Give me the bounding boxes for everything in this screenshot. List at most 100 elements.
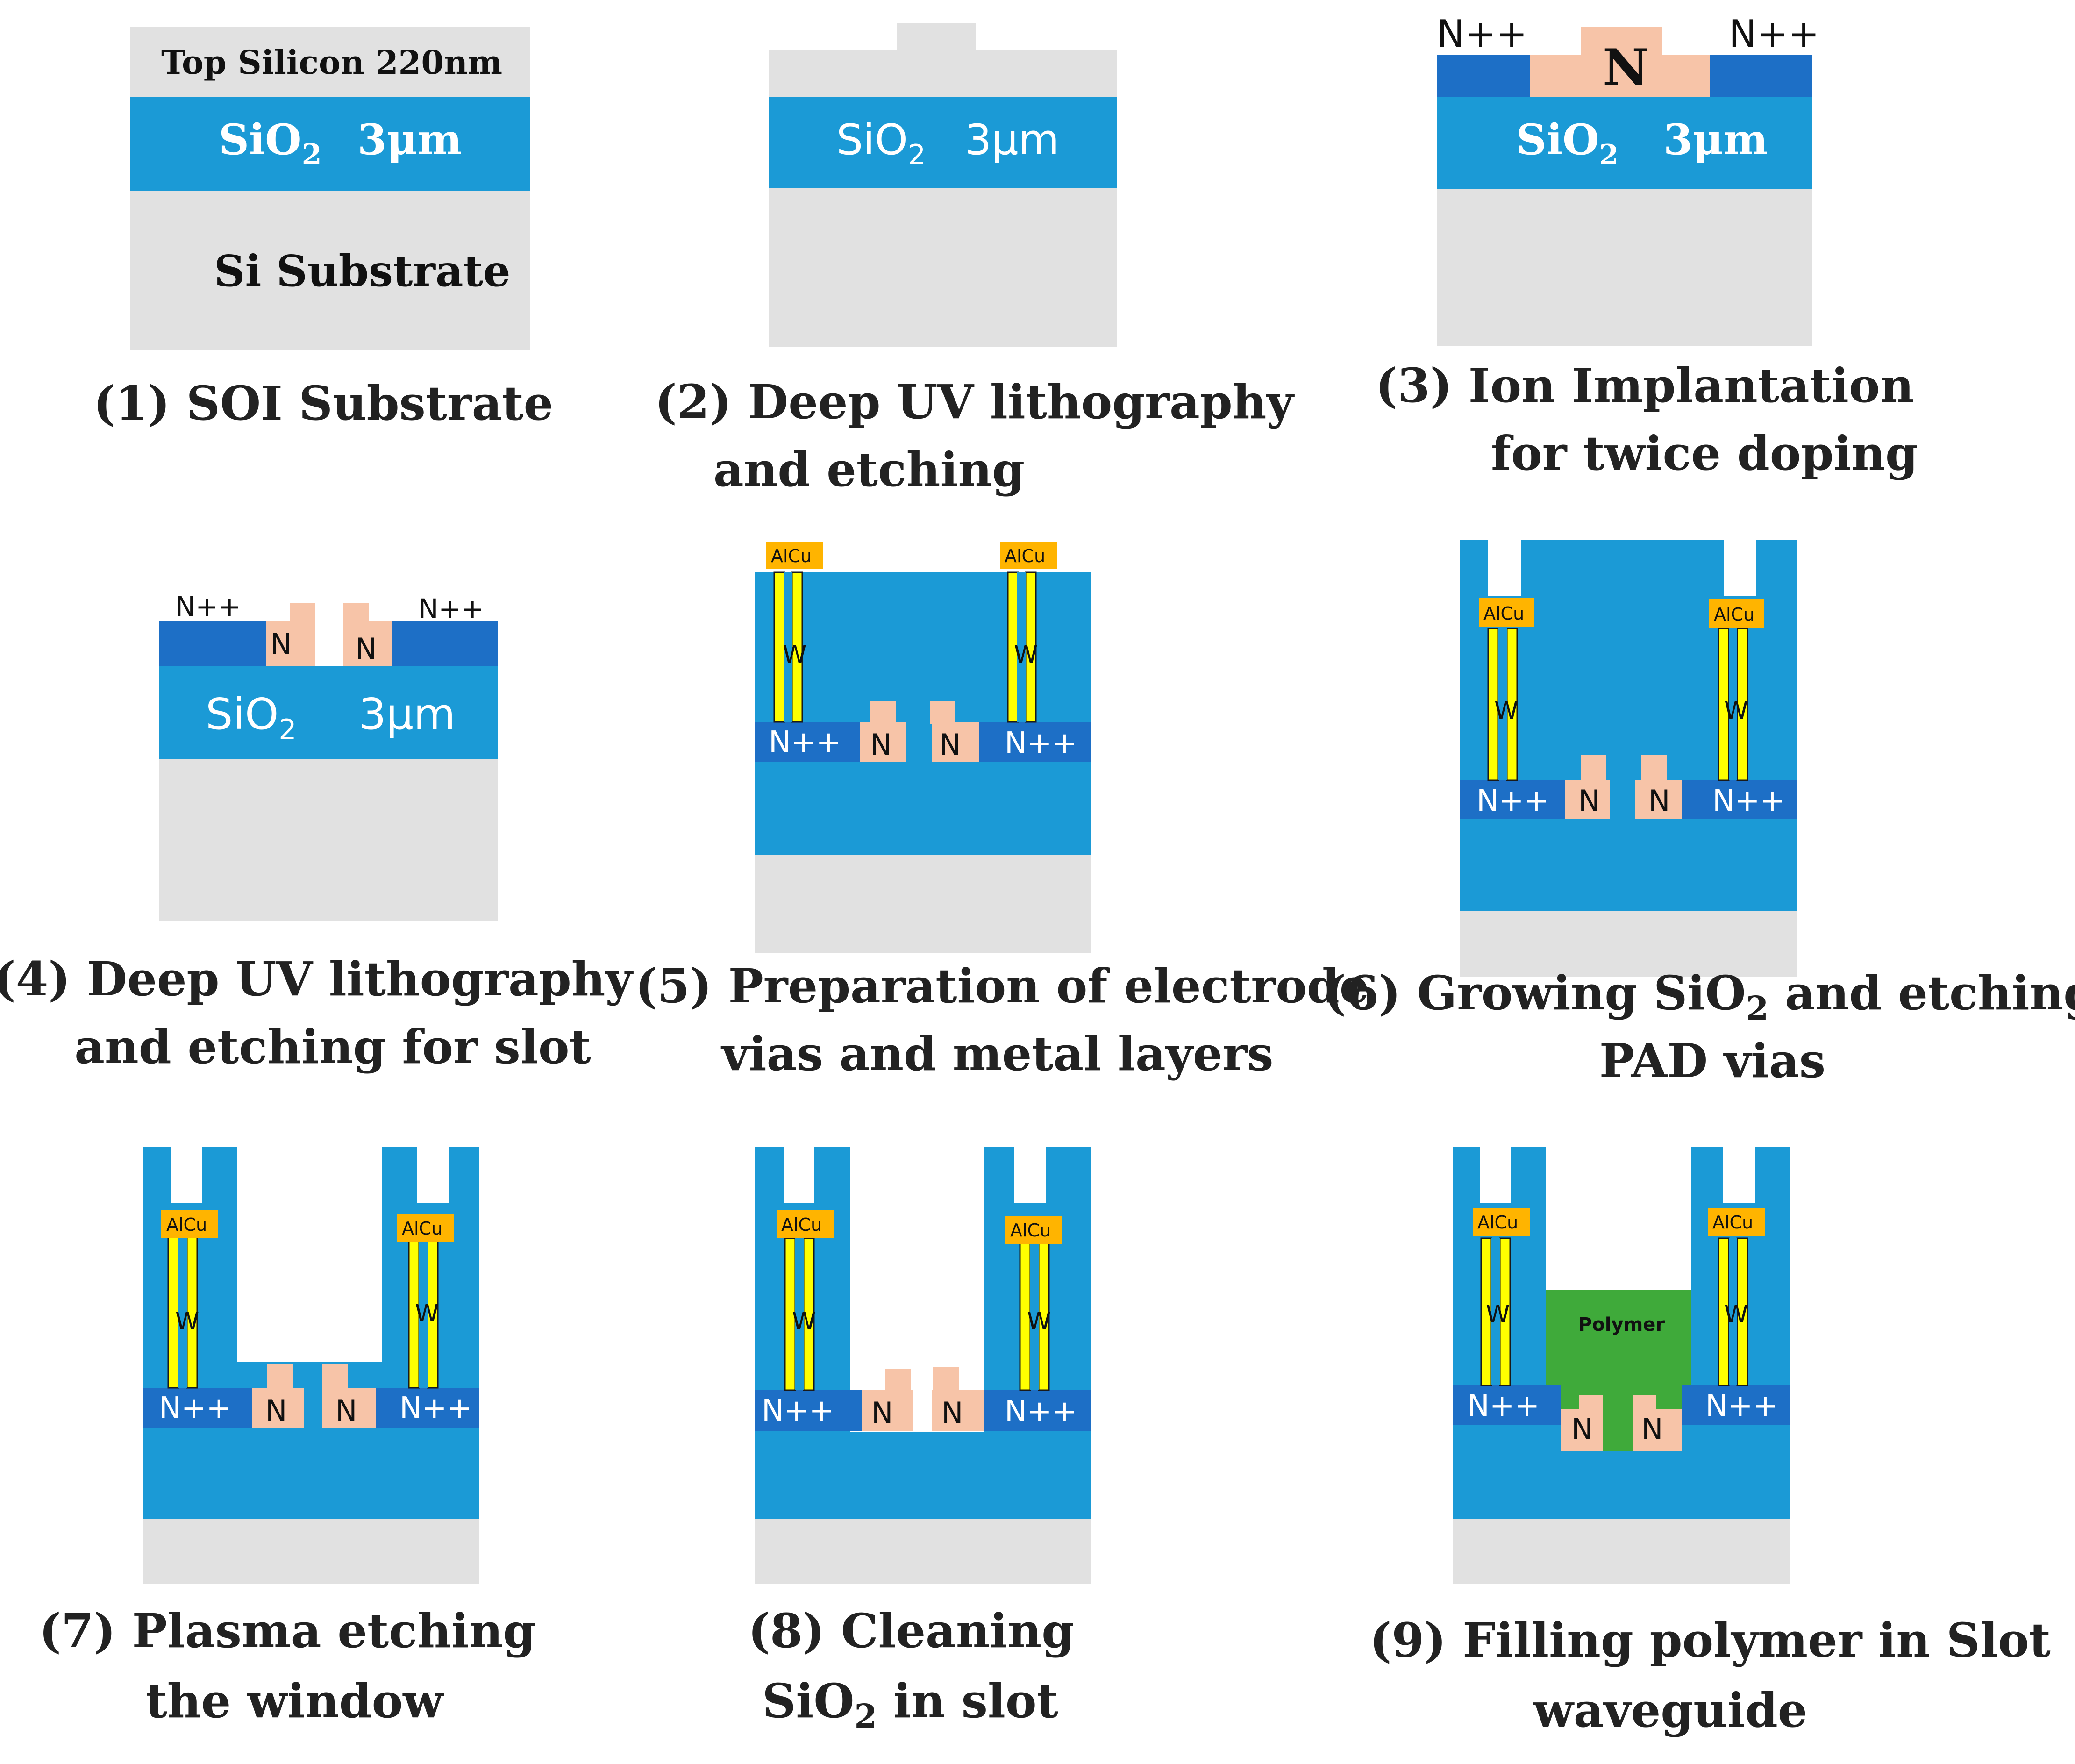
npp-left-label: N++: [175, 591, 241, 622]
svg-text:(1) SOI Substrate: (1) SOI Substrate: [93, 376, 554, 431]
via-right: [1718, 1237, 1748, 1386]
n-rib: [1581, 27, 1662, 56]
npp-left-region: [1453, 1385, 1561, 1425]
step-7-caption: (7) Plasma etching the window: [39, 1603, 536, 1728]
alcu-right-pad: [1005, 1216, 1062, 1244]
si-substrate-label: Si Substrate: [214, 246, 510, 296]
npp-right-label: N++: [418, 593, 484, 625]
n-slab: [1530, 55, 1710, 97]
n-right-label: N: [335, 1393, 357, 1428]
svg-text:PAD vias: PAD vias: [1599, 1033, 1825, 1088]
npp-left-region: [159, 621, 266, 666]
npp-right-label: N++: [1712, 784, 1785, 818]
panel-6-pad-vias: AlCu AlCu W W N++ N++ N N: [1460, 537, 1797, 977]
si-substrate-layer: [1453, 1519, 1790, 1584]
alcu-left-label: AlCu: [1477, 1212, 1518, 1233]
npp-left-region: [755, 1390, 862, 1431]
w-left-label: W: [1494, 697, 1518, 725]
svg-text:SiO2 in slot: SiO2 in slot: [762, 1673, 1058, 1735]
alcu-right-pad: [1708, 1208, 1765, 1236]
npp-right-region: [392, 621, 498, 666]
svg-text:(5) Preparation of electrode: (5) Preparation of electrode: [635, 958, 1369, 1014]
panel-4-slot-etching: N++ N++ N N SiO2 3μm: [159, 591, 498, 921]
via-right: [1007, 571, 1037, 723]
w-right-label: W: [1014, 641, 1038, 669]
n-left-slab: [860, 722, 906, 762]
npp-right-label: N++: [1705, 1389, 1778, 1423]
oxide-cladding: [755, 572, 1091, 855]
panel-1-soi-substrate: Top Silicon 220nm SiO2 3μm Si Substrate: [130, 27, 530, 350]
w-left-label: W: [783, 641, 806, 669]
npp-left-label: N++: [1467, 1389, 1540, 1423]
step-5-caption: (5) Preparation of electrode vias and me…: [635, 958, 1369, 1081]
npp-left-region: [755, 722, 860, 762]
svg-text:(8) Cleaning: (8) Cleaning: [748, 1603, 1074, 1658]
svg-text:waveguide: waveguide: [1533, 1683, 1808, 1738]
w-right-label: W: [1027, 1307, 1051, 1335]
npp-right-label: N++: [1729, 12, 1819, 56]
n-left-rib: [1581, 755, 1606, 782]
via-left: [773, 571, 803, 723]
alcu-right-label: AlCu: [402, 1218, 442, 1239]
npp-right-region: [979, 722, 1091, 762]
step-9-caption: (9) Filling polymer in Slot waveguide: [1369, 1613, 2051, 1738]
alcu-left-pad: [161, 1210, 218, 1238]
alcu-right-label: AlCu: [1714, 604, 1754, 625]
polymer-in-slot: [1600, 1421, 1633, 1451]
w-left-label: W: [1486, 1300, 1510, 1328]
n-left-slab: [1565, 780, 1610, 819]
polymer-fill: [1546, 1290, 1691, 1425]
npp-left-label: N++: [769, 725, 841, 760]
si-substrate-layer: [143, 1519, 479, 1584]
n-right-label: N: [939, 728, 961, 762]
alcu-left-pad: [766, 542, 823, 569]
panel-8-cleaning-slot: AlCu AlCu W W N++ N++ N N: [755, 1145, 1091, 1584]
alcu-right-pad: [1000, 542, 1057, 569]
si-substrate-layer: [130, 191, 530, 350]
n-right-label: N: [355, 632, 377, 666]
via-left: [1480, 1237, 1511, 1386]
oxide-layer: [130, 97, 530, 191]
n-left-label: N: [265, 1393, 287, 1428]
svg-text:(7) Plasma etching: (7) Plasma etching: [39, 1603, 536, 1658]
n-right-slab: [1633, 1409, 1682, 1451]
alcu-right-pad: [1709, 599, 1764, 628]
thickness-label: 3μm: [357, 115, 462, 164]
n-left-slab: [1561, 1409, 1603, 1451]
n-left-label: N: [1571, 1412, 1593, 1446]
npp-left-region: [1437, 55, 1530, 97]
alcu-right-label: AlCu: [1712, 1212, 1753, 1233]
npp-left-label: N++: [762, 1393, 834, 1428]
svg-text:for twice doping: for twice doping: [1491, 426, 1918, 481]
step-8-caption: (8) Cleaning SiO2 in slot: [748, 1603, 1074, 1735]
n-left-rib: [267, 1364, 293, 1389]
pad-window-right: [1723, 1145, 1755, 1203]
n-right-rib: [1641, 755, 1667, 782]
panel-9-polymer-filling: AlCu AlCu W W Polymer N++ N++ N N: [1453, 1145, 1790, 1584]
via-right: [408, 1235, 439, 1389]
top-silicon-layer: [130, 27, 530, 97]
alcu-left-label: AlCu: [166, 1214, 207, 1235]
alcu-left-pad: [777, 1210, 834, 1238]
npp-right-region: [376, 1388, 479, 1428]
alcu-left-label: AlCu: [771, 546, 812, 566]
n-right-rib: [930, 701, 955, 724]
via-left: [167, 1235, 198, 1389]
n-left-slab: [862, 1390, 913, 1431]
n-left-rib: [1579, 1395, 1603, 1414]
etched-window: [237, 1145, 382, 1362]
npp-right-label: N++: [1005, 1394, 1077, 1429]
pad-window-right: [1724, 537, 1756, 596]
pad-window-left: [1480, 1145, 1511, 1203]
si-substrate-layer: [769, 188, 1117, 347]
via-left: [1487, 628, 1518, 781]
alcu-left-label: AlCu: [781, 1214, 822, 1235]
panel-5-electrode-vias: AlCu AlCu W W N++ N++ N N: [755, 542, 1091, 953]
n-right-rib: [322, 1364, 348, 1389]
n-right-slab: [322, 1388, 376, 1428]
oxide-layer: [159, 666, 498, 759]
n-left-label: N: [870, 728, 891, 762]
npp-right-region: [984, 1390, 1091, 1431]
npp-left-label: N++: [1437, 12, 1527, 56]
si-substrate-layer: [1437, 189, 1812, 346]
